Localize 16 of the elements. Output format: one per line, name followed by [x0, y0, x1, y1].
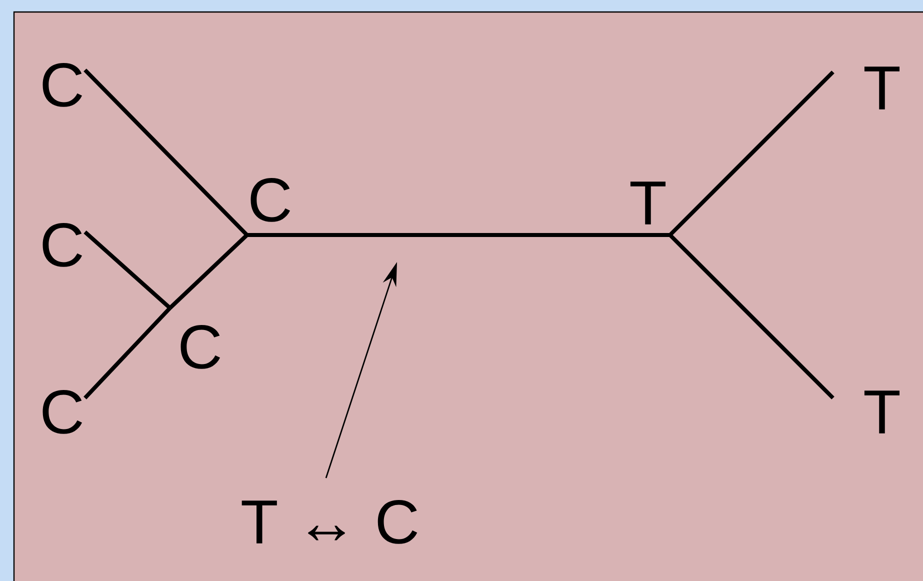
state-letter: T	[864, 390, 900, 434]
tree-branch	[668, 70, 834, 236]
tree-branch	[84, 230, 172, 310]
state-letter: C	[42, 63, 82, 107]
tree-branch	[84, 306, 172, 400]
tree-branch	[668, 234, 834, 400]
state-letter: C	[42, 223, 82, 267]
state-letter: T	[630, 182, 666, 224]
state-letter: T	[864, 66, 900, 110]
tree-branch	[84, 68, 248, 236]
state-letter: C	[42, 390, 82, 434]
tree-branch	[247, 233, 670, 237]
state-letter: C	[180, 325, 220, 369]
tree-branch	[168, 234, 248, 310]
state-letter: C	[250, 178, 290, 222]
annotation-text: T ↔ C	[242, 500, 418, 544]
